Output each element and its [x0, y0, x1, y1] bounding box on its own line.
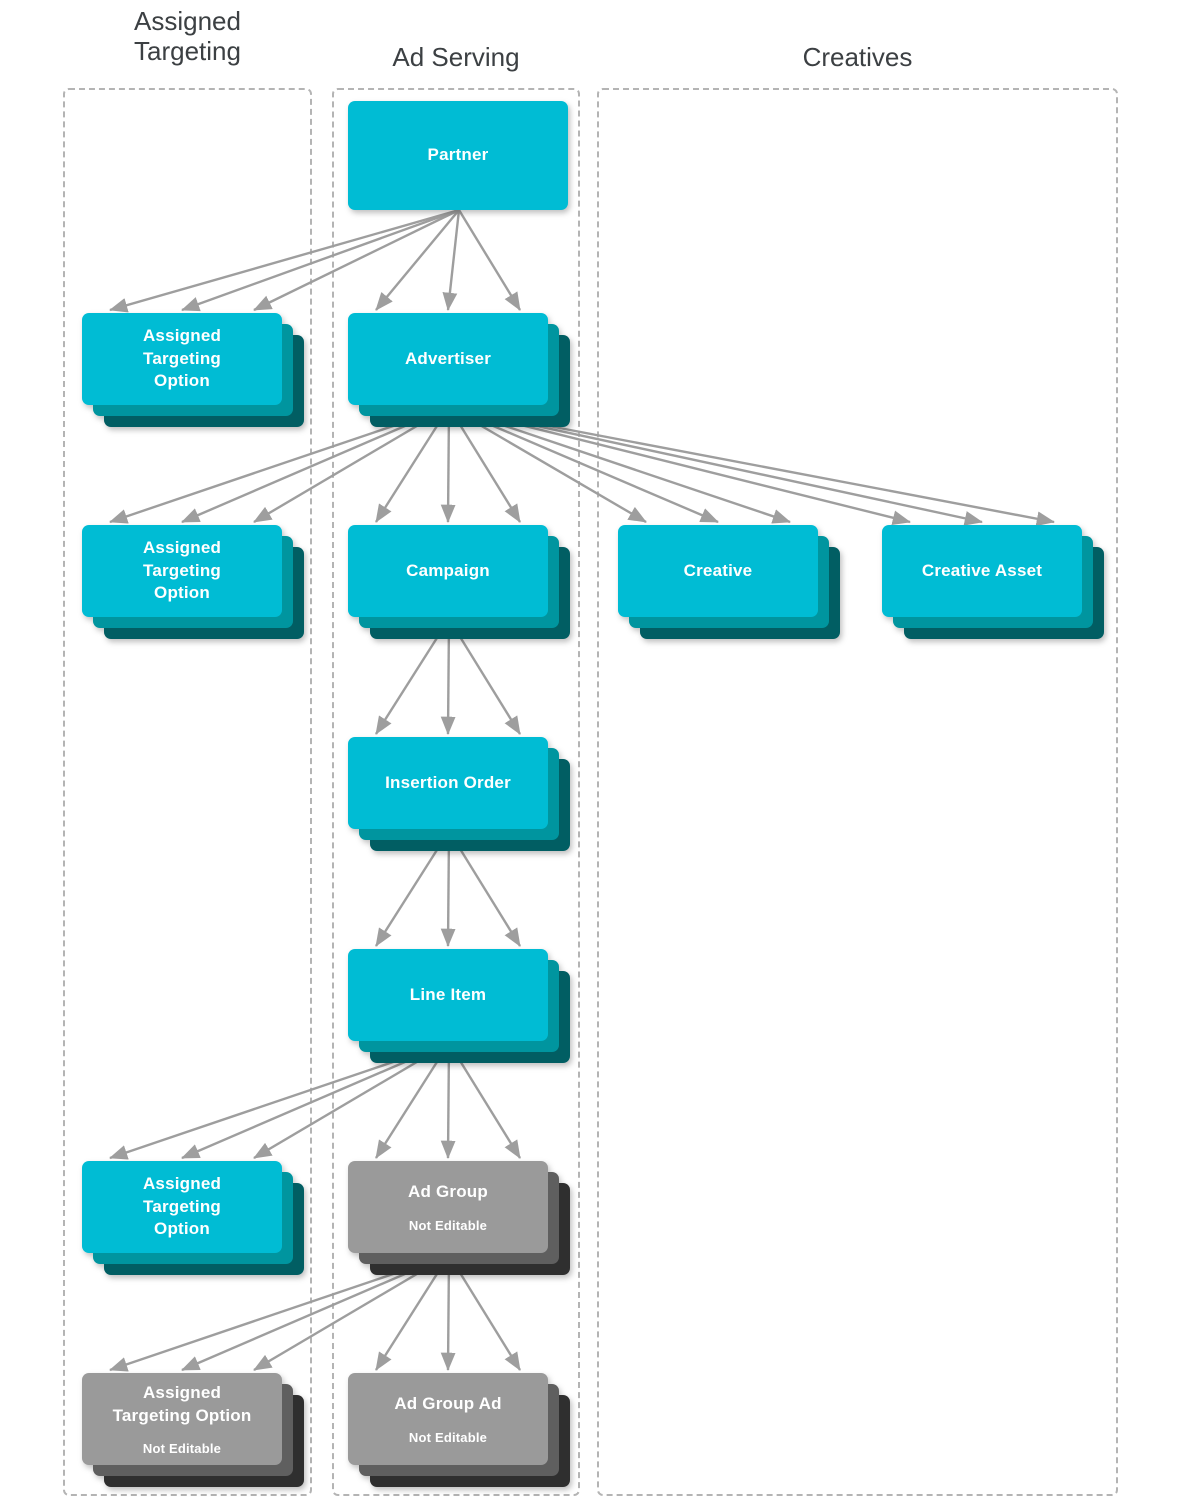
node-stack-creative: Creative: [618, 525, 840, 639]
node-label-campaign: Campaign: [406, 560, 490, 580]
edge-partner-to-advertiser: [457, 209, 522, 311]
node-advertiser[interactable]: Advertiser: [348, 313, 570, 427]
lane-creatives: [597, 88, 1118, 1496]
node-card-ato-line-item[interactable]: Assigned Targeting Option: [82, 1161, 282, 1253]
node-stack-partner: Partner: [348, 101, 590, 232]
edge-partner-to-ato-partner: [253, 208, 460, 312]
node-stack-line-item: Line Item: [348, 949, 570, 1063]
node-label-partner: Partner: [427, 145, 489, 165]
node-label-creative-asset: Creative Asset: [921, 560, 1043, 580]
node-card-creative-asset[interactable]: Creative Asset: [882, 525, 1082, 617]
node-ad-group-ad[interactable]: Ad Group Ad Not Editable: [348, 1373, 570, 1487]
edge-partner-to-ato-partner: [109, 208, 460, 313]
node-note-ad-group-ad: Not Editable: [408, 1429, 488, 1445]
node-stack-campaign: Campaign: [348, 525, 570, 639]
node-card-ato-partner[interactable]: Assigned Targeting Option: [82, 313, 282, 405]
node-campaign[interactable]: Campaign: [348, 525, 570, 639]
node-card-line-item[interactable]: Line Item: [348, 949, 548, 1041]
node-label-ad-group: Ad Group: [408, 1182, 488, 1202]
column-header-assigned-targeting: Assigned Targeting: [134, 6, 241, 67]
node-card-ato-advertiser[interactable]: Assigned Targeting Option: [82, 525, 282, 617]
node-ato-advertiser[interactable]: Assigned Targeting Option: [82, 525, 304, 639]
node-note-ato-ad-group: Not Editable: [142, 1440, 222, 1456]
node-insertion-order[interactable]: Insertion Order: [348, 737, 570, 851]
node-label-ad-group-ad: Ad Group Ad: [394, 1394, 502, 1414]
node-ato-partner[interactable]: Assigned Targeting Option: [82, 313, 304, 427]
node-card-insertion-order[interactable]: Insertion Order: [348, 737, 548, 829]
node-label-creative: Creative: [683, 560, 753, 580]
node-label-ato-line-item: Assigned Targeting Option: [142, 1174, 222, 1239]
node-line-item[interactable]: Line Item: [348, 949, 570, 1063]
node-label-insertion-order: Insertion Order: [385, 772, 511, 792]
node-partner[interactable]: Partner: [348, 101, 590, 232]
edge-partner-to-advertiser: [375, 209, 460, 311]
column-header-ad-serving: Ad Serving: [392, 42, 520, 72]
node-label-advertiser: Advertiser: [404, 348, 492, 368]
node-label-ato-partner: Assigned Targeting Option: [142, 326, 222, 391]
node-stack-ato-partner: Assigned Targeting Option: [82, 313, 304, 427]
node-label-ato-advertiser: Assigned Targeting Option: [142, 538, 222, 603]
node-card-advertiser[interactable]: Advertiser: [348, 313, 548, 405]
node-card-ad-group-ad[interactable]: Ad Group Ad Not Editable: [348, 1373, 548, 1465]
node-ato-line-item[interactable]: Assigned Targeting Option: [82, 1161, 304, 1275]
node-card-campaign[interactable]: Campaign: [348, 525, 548, 617]
node-creative[interactable]: Creative: [618, 525, 840, 639]
node-label-ato-ad-group: Assigned Targeting Option: [112, 1383, 252, 1425]
node-stack-ato-line-item: Assigned Targeting Option: [82, 1161, 304, 1275]
node-stack-advertiser: Advertiser: [348, 313, 570, 427]
node-label-line-item: Line Item: [409, 984, 487, 1004]
node-card-creative[interactable]: Creative: [618, 525, 818, 617]
node-stack-ad-group-ad: Ad Group Ad Not Editable: [348, 1373, 570, 1487]
lane-assigned-targeting: [63, 88, 312, 1496]
edge-partner-to-ato-partner: [181, 208, 460, 312]
lane-ad-serving: [332, 88, 580, 1496]
node-stack-insertion-order: Insertion Order: [348, 737, 570, 851]
node-note-ad-group: Not Editable: [408, 1217, 488, 1233]
node-stack-ato-advertiser: Assigned Targeting Option: [82, 525, 304, 639]
column-header-creatives: Creatives: [802, 42, 913, 72]
node-card-partner[interactable]: Partner: [348, 101, 568, 210]
edge-partner-to-advertiser: [442, 209, 461, 311]
node-creative-asset[interactable]: Creative Asset: [882, 525, 1104, 639]
node-stack-creative-asset: Creative Asset: [882, 525, 1104, 639]
